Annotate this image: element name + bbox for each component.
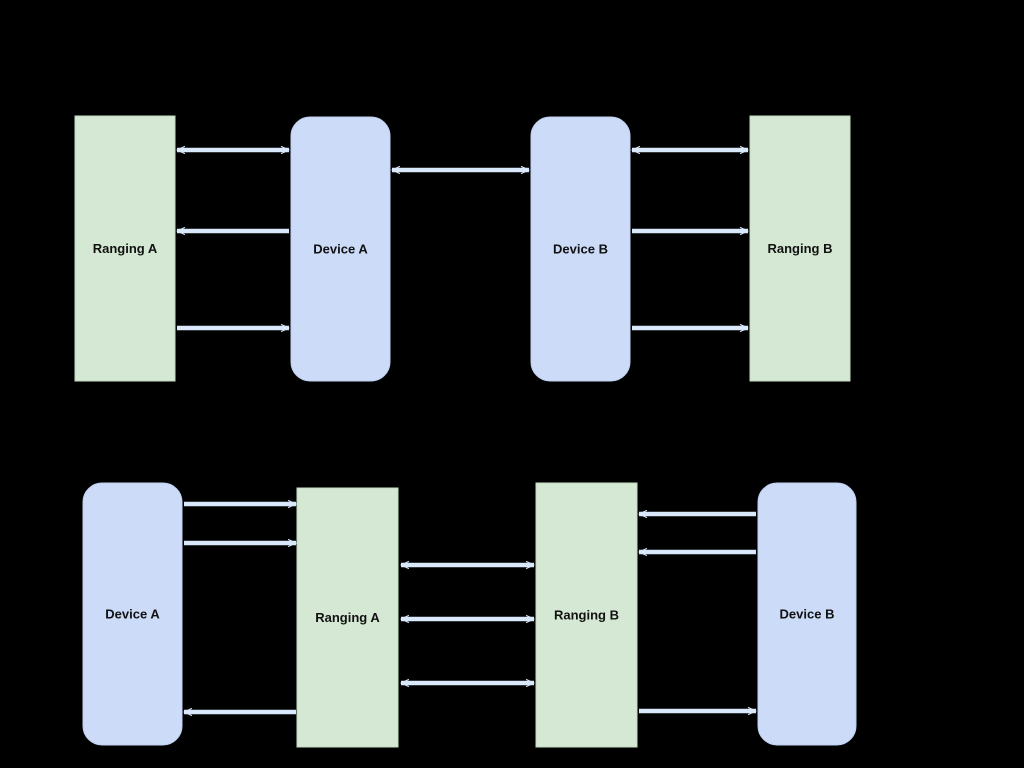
node-label: Device A <box>313 241 368 256</box>
node-box[interactable] <box>749 115 851 382</box>
node-top-ranging-a[interactable]: Ranging A <box>74 115 176 382</box>
node-box[interactable] <box>290 116 391 382</box>
node-label: Ranging B <box>554 607 619 622</box>
node-box[interactable] <box>535 482 638 748</box>
node-bot-ranging-a[interactable]: Ranging A <box>296 487 399 748</box>
node-box[interactable] <box>757 482 857 746</box>
node-bot-ranging-b[interactable]: Ranging B <box>535 482 638 748</box>
node-label: Device B <box>553 241 608 256</box>
node-label: Ranging B <box>768 241 833 256</box>
node-label: Device A <box>105 606 160 621</box>
node-box[interactable] <box>74 115 176 382</box>
arrow-layer <box>177 150 756 712</box>
node-label: Ranging A <box>315 610 380 625</box>
node-box[interactable] <box>296 487 399 748</box>
node-top-device-a[interactable]: Device A <box>290 116 391 382</box>
node-box[interactable] <box>530 116 631 382</box>
node-top-ranging-b[interactable]: Ranging B <box>749 115 851 382</box>
node-label: Device B <box>780 606 835 621</box>
node-bot-device-b[interactable]: Device B <box>757 482 857 746</box>
node-label: Ranging A <box>93 241 158 256</box>
node-box[interactable] <box>82 482 183 746</box>
node-layer: Ranging A Device A Device B Ranging B Device… <box>74 115 857 748</box>
node-top-device-b[interactable]: Device B <box>530 116 631 382</box>
node-bot-device-a[interactable]: Device A <box>82 482 183 746</box>
